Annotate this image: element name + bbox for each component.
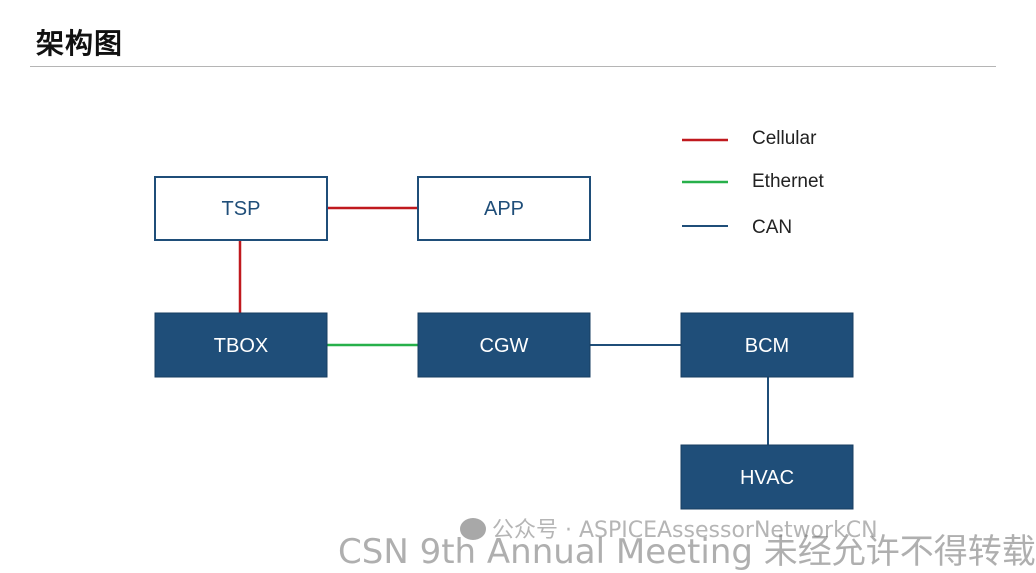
node-app-label: APP: [484, 198, 524, 220]
wechat-icon: [460, 518, 486, 540]
node-tbox-label: TBOX: [214, 335, 268, 357]
legend-cellular-label: Cellular: [752, 128, 817, 149]
node-hvac: HVAC: [680, 444, 854, 510]
node-app: APP: [417, 176, 591, 241]
watermark-account: 公众号 · ASPICEAssessorNetworkCN: [460, 512, 878, 544]
node-tsp: TSP: [154, 176, 328, 241]
legend: Cellular Ethernet CAN: [682, 128, 825, 238]
legend-ethernet-label: Ethernet: [752, 171, 825, 192]
node-tsp-label: TSP: [222, 198, 261, 220]
title-divider: [30, 66, 996, 67]
watermark-notice: CSN 9th Annual Meeting 未经允许不得转载: [338, 532, 1036, 572]
node-hvac-label: HVAC: [740, 467, 794, 489]
node-cgw-label: CGW: [480, 335, 529, 357]
node-cgw: CGW: [417, 312, 591, 378]
node-tbox: TBOX: [154, 312, 328, 378]
legend-can-label: CAN: [752, 217, 792, 238]
node-bcm-label: BCM: [745, 335, 789, 357]
node-bcm: BCM: [680, 312, 854, 378]
watermark-account-text: 公众号 · ASPICEAssessorNetworkCN: [492, 518, 878, 543]
page-title: 架构图: [36, 27, 124, 60]
